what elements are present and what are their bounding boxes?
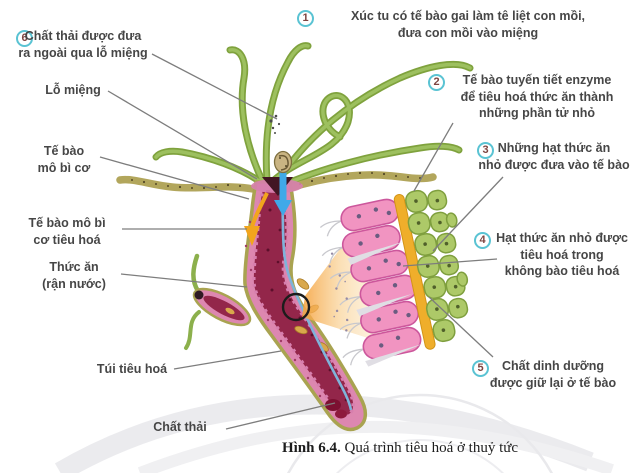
tentacles: [156, 46, 470, 186]
leader-chat-thai: [225, 402, 336, 430]
step-badge-4: 4: [474, 232, 491, 249]
flagella: [319, 220, 364, 366]
cell-gap-streaks: [347, 241, 423, 367]
leader-step2: [413, 122, 454, 192]
step-badge-5: 5: [472, 360, 489, 377]
leader-step3: [432, 176, 504, 252]
step-label-5: Chất dinh dưỡng được giữ lại ở tế bào: [489, 359, 617, 390]
leader-mo-bi-co: [99, 156, 250, 200]
leader-tui-tieu-hoa: [173, 350, 282, 370]
label-lo-mieng: Lỗ miệng: [45, 83, 101, 97]
step-badge-1: 1: [297, 10, 314, 27]
figure-caption: Hình 6.4. Quá trình tiêu hoá ở thuỷ tức: [210, 440, 590, 457]
step-badge-2: 2: [428, 74, 445, 91]
prey-water-flea: [273, 150, 293, 174]
speckled-arm-right: [283, 171, 437, 193]
step-badge-3: 3: [477, 142, 494, 159]
leader-step5: [428, 296, 494, 358]
label-tui-tieu-hoa: Túi tiêu hoá: [96, 362, 168, 376]
figure-caption-number: Hình 6.4.: [281, 440, 341, 456]
outer-cell-nuclei: [414, 198, 460, 332]
bud-mouth-tip: [194, 290, 204, 300]
expelled-waste-dots: [269, 114, 281, 134]
cell-wall-inset: [319, 189, 469, 367]
leader-step4: [402, 258, 498, 267]
label-te-bao-mo-bi-co-tieu-hoa: Tế bào mô bì cơ tiêu hoá: [28, 216, 106, 247]
hydra-body: [243, 170, 367, 432]
step-label-2: Tế bào tuyến tiết enzyme để tiêu hoá thứ…: [460, 73, 614, 120]
step-label-4: Hạt thức ăn nhỏ được tiêu hoá trong khôn…: [496, 231, 628, 278]
body-wall-specks: [244, 220, 322, 398]
label-te-bao-mo-bi-co: Tế bào mô bì cơ: [37, 144, 91, 175]
food-particle-dots: [328, 252, 349, 332]
step-badge-6: 6: [16, 30, 33, 47]
step-label-6: Chất thải được đưa ra ngoài qua lỗ miệng: [18, 29, 148, 60]
ingestion-arrowhead: [274, 200, 292, 216]
label-chat-thai: Chất thải: [153, 420, 207, 434]
magnifier-circle: [281, 292, 311, 322]
waste-clump: [325, 399, 347, 419]
figure-caption-text: Quá trình tiêu hoá ở thuỷ tức: [340, 440, 519, 456]
leader-lines: [99, 53, 504, 430]
lateral-bud: [184, 253, 252, 350]
inner-cell-nuclei: [356, 207, 411, 348]
digestion-arrowhead: [244, 226, 260, 246]
step-label-3: Những hạt thức ăn nhỏ được đưa vào tế bà…: [478, 141, 630, 172]
leader-thuc-an: [120, 273, 248, 288]
speckled-arm-left: [116, 175, 257, 193]
leader-step6: [151, 53, 278, 120]
leader-lo-mieng: [107, 90, 258, 180]
digestion-arrow: [250, 192, 269, 228]
label-thuc-an: Thức ăn (rận nước): [42, 260, 106, 291]
watermark-swoosh: [54, 393, 614, 473]
step-label-1: Xúc tu có tế bào gai làm tê liệt con mồi…: [350, 9, 586, 40]
